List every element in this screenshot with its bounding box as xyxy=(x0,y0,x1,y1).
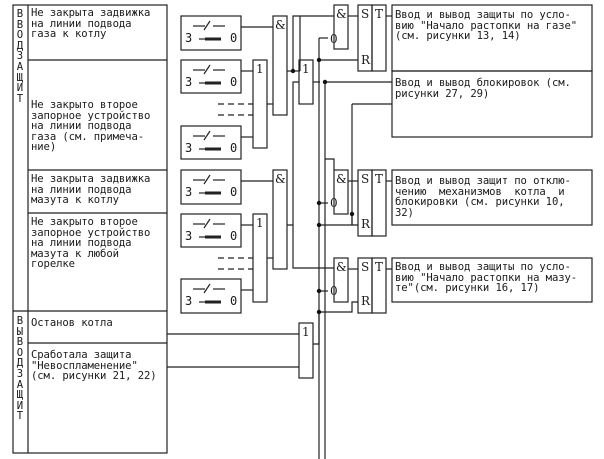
switch-label-3: 3 xyxy=(185,31,193,45)
trigger-label: T xyxy=(375,260,383,274)
switch-label-0: 0 xyxy=(230,185,238,199)
and-gate-3 xyxy=(333,257,349,303)
switch-label-0: 0 xyxy=(230,75,238,89)
and-label: & xyxy=(275,18,286,32)
set-label: S xyxy=(361,7,370,21)
output-boiler-stop: Останов котла xyxy=(31,317,113,329)
set-label: S xyxy=(361,260,370,274)
switch-label-3: 3 xyxy=(185,229,193,243)
sr-trigger-t-1 xyxy=(371,4,387,72)
switch-box xyxy=(180,59,242,94)
inverter-label: 0 xyxy=(330,284,338,298)
switch-box xyxy=(180,213,242,248)
left-table-border xyxy=(12,4,168,454)
switch-label-0: 0 xyxy=(230,31,238,45)
right-box-4 xyxy=(391,257,593,303)
reset-label: R xyxy=(361,217,370,231)
and-gate-2 xyxy=(333,169,349,215)
right-box-3 xyxy=(391,169,593,226)
set-label: S xyxy=(361,172,370,186)
input-oil-valve: Не закрыта задвижка на линии подвода маз… xyxy=(31,173,151,207)
and-gate-1 xyxy=(333,4,349,50)
reset-label: R xyxy=(361,294,370,308)
switch-label-3: 3 xyxy=(185,141,193,155)
or-label: 1 xyxy=(256,62,264,76)
and-label: & xyxy=(336,172,347,186)
and-label: & xyxy=(275,172,286,186)
right-desc-interlocks: Ввод и вывод блокировок (см. рисунки 27,… xyxy=(395,77,571,100)
and-gate-oil xyxy=(272,169,288,270)
right-desc-oil-startup: Ввод и вывод защиты по усло- вию "Начало… xyxy=(395,261,578,295)
and-label: & xyxy=(336,7,347,21)
input-gas-valve: Не закрыта задвижка на линии подвода газ… xyxy=(31,7,151,41)
switch-label-3: 3 xyxy=(185,185,193,199)
and-label: & xyxy=(336,260,347,274)
reset-label: R xyxy=(361,53,370,67)
sr-trigger-t-2 xyxy=(371,169,387,237)
switch-boxes xyxy=(180,15,242,314)
sr-trigger-t-3 xyxy=(371,257,387,314)
switch-symbols xyxy=(193,20,225,304)
switch-label-0: 0 xyxy=(230,141,238,155)
switch-box xyxy=(180,15,242,51)
input-section-header: ВВОД ЗАЩИТ xyxy=(16,8,30,105)
inverter-label: 0 xyxy=(330,196,338,210)
switch-box xyxy=(180,169,242,205)
switch-label-0: 0 xyxy=(230,294,238,308)
switch-label-3: 3 xyxy=(185,294,193,308)
or-label: 1 xyxy=(256,216,264,230)
switch-box xyxy=(180,125,242,160)
right-desc-gas-startup: Ввод и вывод защиты по усло- вию "Начало… xyxy=(395,9,578,43)
dashed-continuation xyxy=(218,103,253,270)
switch-box xyxy=(180,278,242,314)
and-gate-gas xyxy=(272,15,288,116)
trigger-label: T xyxy=(375,172,383,186)
input-gas-second-device: Не закрыто второе запорное устройство на… xyxy=(31,99,151,154)
output-section-header: ВЫВОД ЗАЩИТ xyxy=(16,315,30,423)
trigger-label: T xyxy=(375,7,383,21)
or-label: 1 xyxy=(302,62,310,76)
right-box-2 xyxy=(391,70,593,138)
or-gate-output xyxy=(298,322,314,379)
junction-dots xyxy=(290,57,355,315)
input-oil-second-device: Не закрыто второе запорное устройство на… xyxy=(31,216,151,271)
or-label: 1 xyxy=(302,325,310,339)
inverter-label: 0 xyxy=(330,32,338,46)
switch-label-0: 0 xyxy=(230,229,238,243)
output-no-ignition: Сработала защита "Невоспламенение" (см. … xyxy=(31,349,157,383)
right-desc-mechanisms: Ввод и вывод защит по отклю- чению механ… xyxy=(395,175,571,219)
switch-label-3: 3 xyxy=(185,75,193,89)
